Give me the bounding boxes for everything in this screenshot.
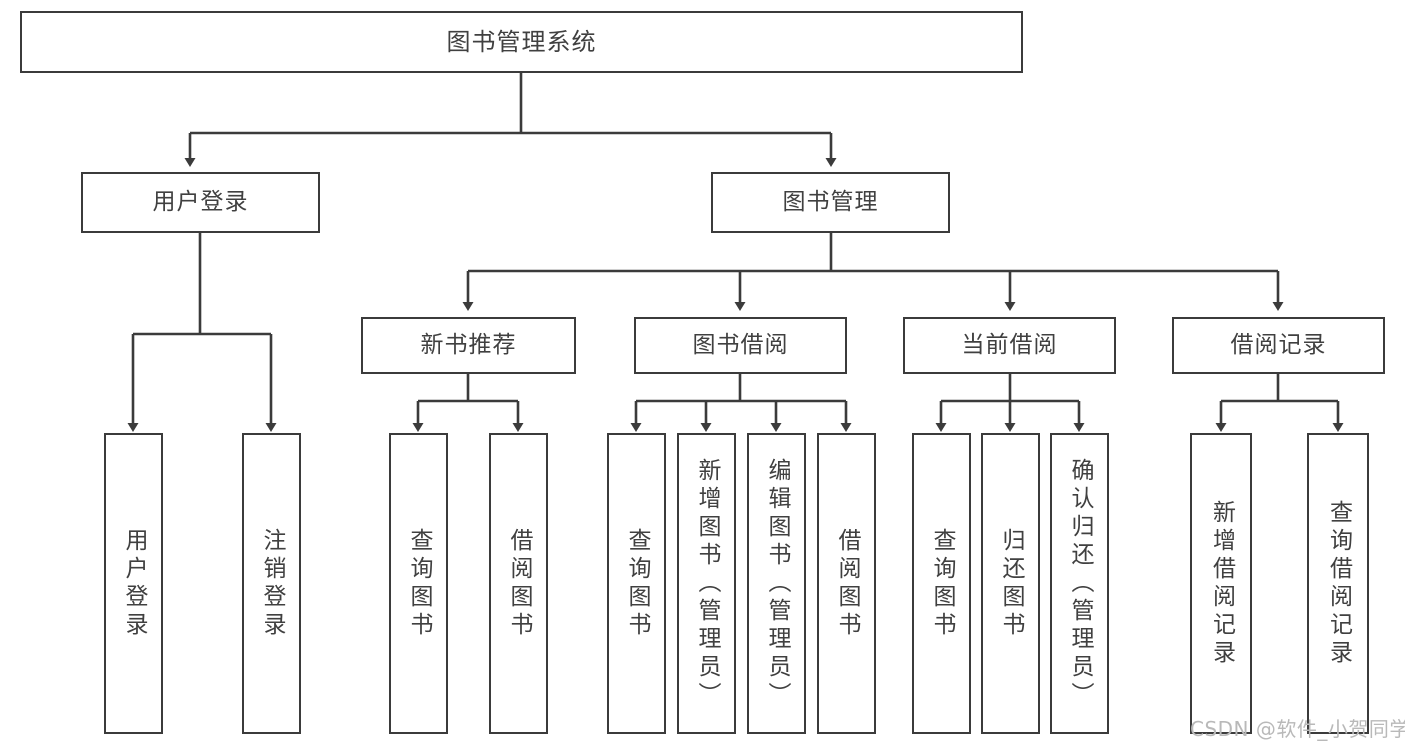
csdn-watermark: CSDN @软件_小贺同学 (1190, 717, 1405, 741)
node-label: 借阅图书 (506, 527, 532, 640)
leaf-add-borrow-record[interactable]: 新增借阅记录 (1190, 433, 1252, 734)
node-label: 注销登录 (259, 527, 285, 640)
node-label: 查询借阅记录 (1325, 499, 1352, 668)
node-label: 新增借阅记录 (1208, 499, 1235, 668)
leaf-user-login[interactable]: 用户登录 (104, 433, 163, 734)
node-label: 确认归还（管理员） (1067, 457, 1093, 710)
leaf-add-book-admin[interactable]: 新增图书（管理员） (677, 433, 736, 734)
node-label: 图书管理 (782, 189, 879, 216)
leaf-query-books-borrow[interactable]: 查询图书 (607, 433, 666, 734)
node-label: 用户登录 (152, 189, 249, 216)
node-label: 查询图书 (624, 527, 650, 640)
node-root-book-management-system[interactable]: 图书管理系统 (20, 11, 1023, 73)
node-label: 新书推荐 (420, 332, 517, 359)
leaf-confirm-return-admin[interactable]: 确认归还（管理员） (1050, 433, 1109, 734)
node-book-borrowing[interactable]: 图书借阅 (634, 317, 847, 374)
node-current-borrowing[interactable]: 当前借阅 (903, 317, 1116, 374)
node-label: 查询图书 (929, 527, 955, 640)
node-label: 借阅图书 (834, 527, 860, 640)
node-label: 当前借阅 (961, 332, 1058, 359)
leaf-edit-book-admin[interactable]: 编辑图书（管理员） (747, 433, 806, 734)
node-label: 新增图书（管理员） (694, 457, 720, 710)
leaf-borrow-books-new-book[interactable]: 借阅图书 (489, 433, 548, 734)
leaf-query-borrow-record[interactable]: 查询借阅记录 (1307, 433, 1369, 734)
node-label: 借阅记录 (1230, 332, 1327, 359)
node-user-login[interactable]: 用户登录 (81, 172, 320, 233)
leaf-query-books-new-book[interactable]: 查询图书 (389, 433, 448, 734)
node-label: 查询图书 (406, 527, 432, 640)
leaf-return-books[interactable]: 归还图书 (981, 433, 1040, 734)
node-label: 编辑图书（管理员） (764, 457, 790, 710)
node-new-book-recommendation[interactable]: 新书推荐 (361, 317, 576, 374)
node-label: 图书借阅 (692, 332, 789, 359)
leaf-logout[interactable]: 注销登录 (242, 433, 301, 734)
leaf-query-books-current[interactable]: 查询图书 (912, 433, 971, 734)
leaf-borrow-books[interactable]: 借阅图书 (817, 433, 876, 734)
node-borrowing-records[interactable]: 借阅记录 (1172, 317, 1385, 374)
node-book-management[interactable]: 图书管理 (711, 172, 950, 233)
node-label: 归还图书 (998, 527, 1024, 640)
node-label: 图书管理系统 (446, 28, 597, 56)
node-label: 用户登录 (121, 527, 147, 640)
